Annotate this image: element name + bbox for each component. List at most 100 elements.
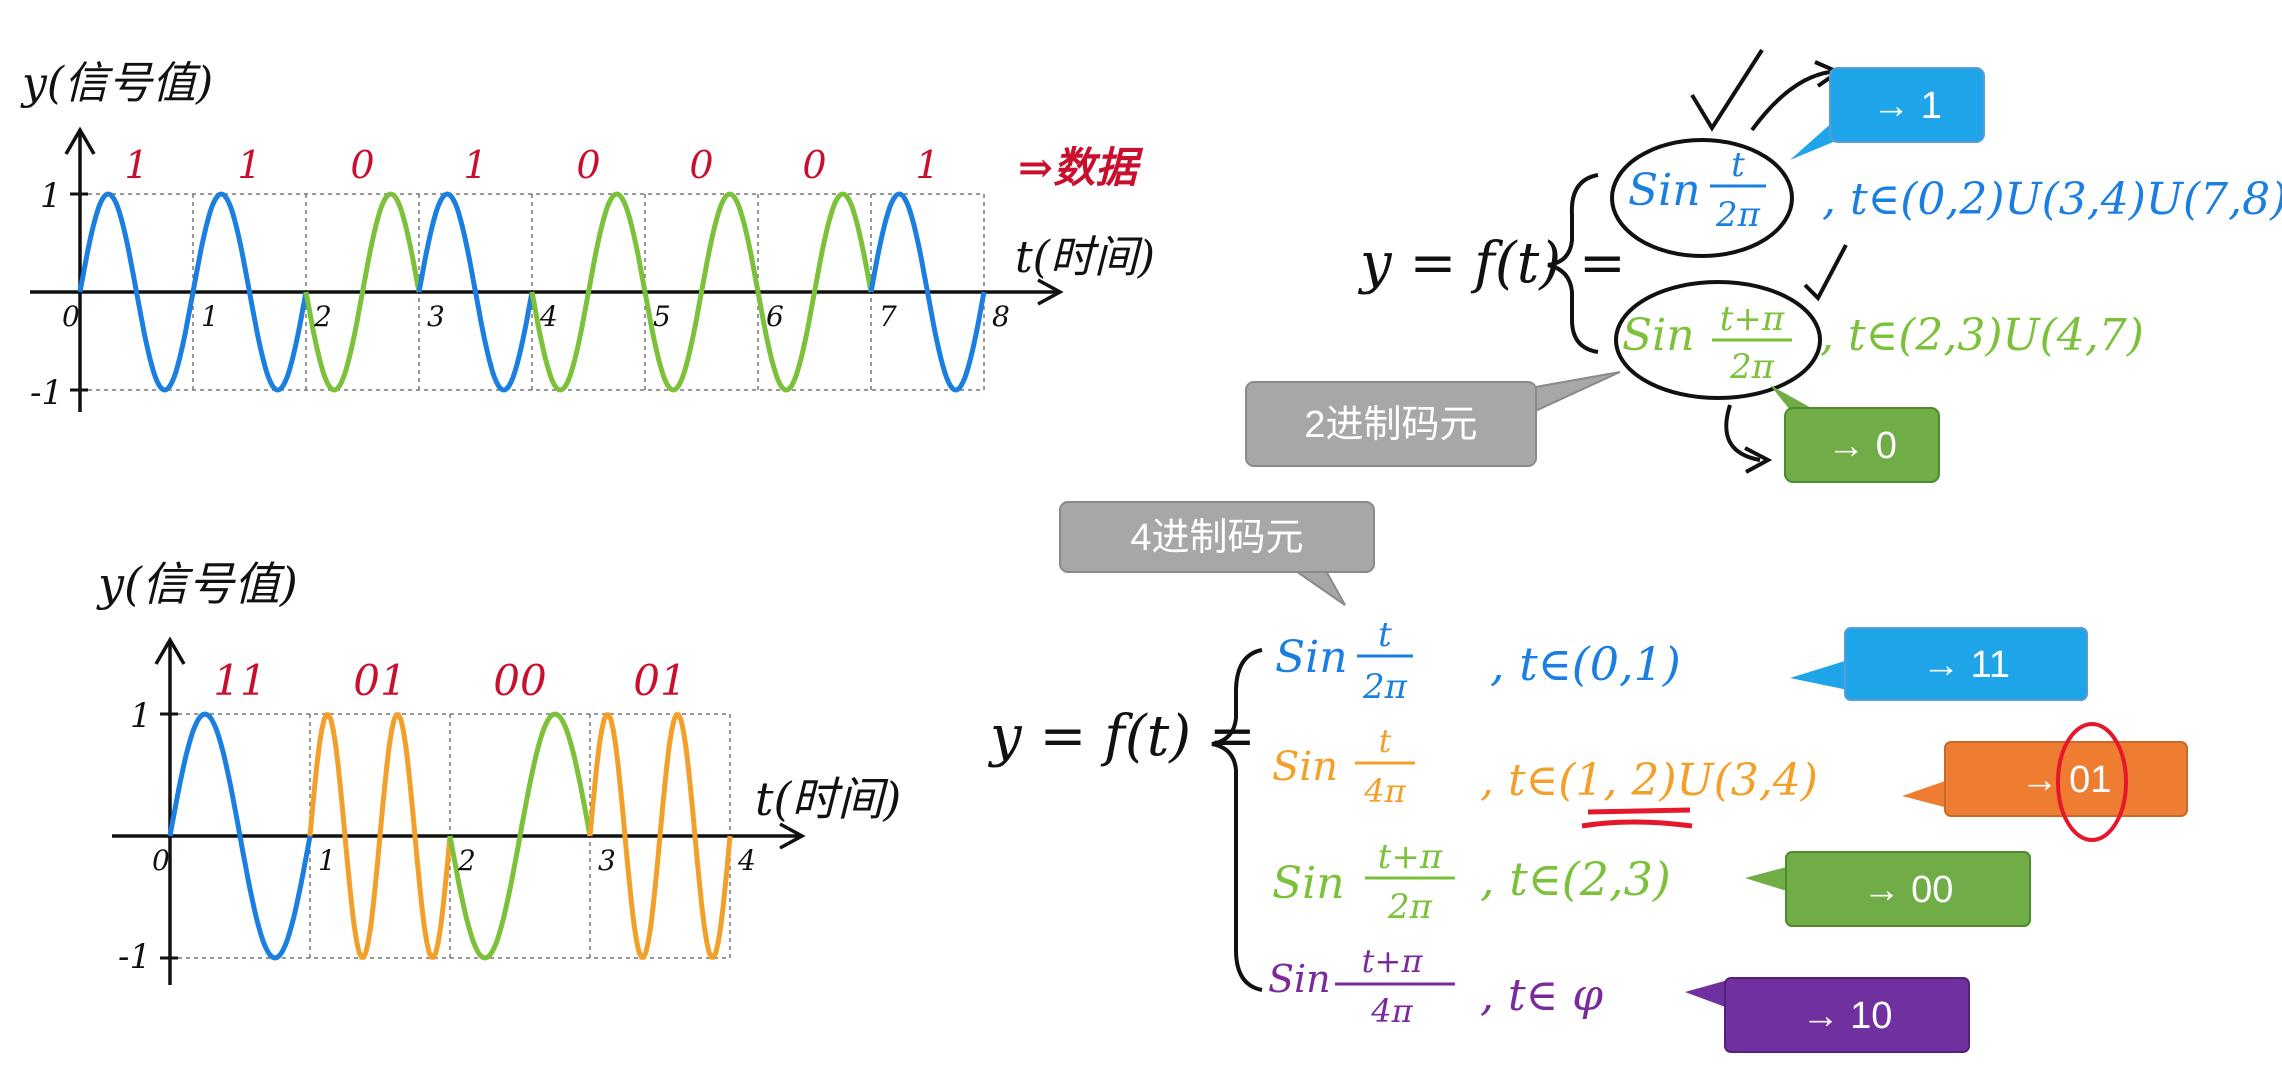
quad-case2-num: t [1379, 722, 1392, 760]
symbol-label: 0 [802, 143, 826, 187]
tag-01-pointer [1902, 780, 1948, 808]
tag-10-label: → 10 [1802, 995, 1893, 1037]
case2-func: Sin [1622, 310, 1695, 361]
symbol-label: 1 [463, 143, 487, 187]
top-chart-ytick-pos: 1 [40, 176, 62, 216]
bottom-chart-ytick-neg: -1 [118, 937, 151, 977]
quad-callout-label: 4进制码元 [1130, 517, 1303, 559]
tag-00 [1785, 851, 2031, 927]
case1-num: t [1731, 145, 1745, 185]
x-tick-label: 2 [457, 844, 476, 877]
quad-case1-num: t [1378, 615, 1392, 655]
x-tick-label: 7 [879, 300, 897, 333]
symbol-label: 1 [237, 143, 261, 187]
binary-formula-lhs: y = f(t) = [1357, 231, 1626, 296]
top-chart-axes [30, 126, 1064, 412]
case2-num: t+π [1720, 299, 1785, 339]
top-chart-waveform [77, 191, 987, 393]
x-tick-label: 4 [539, 300, 558, 333]
waveform-segment [77, 191, 196, 393]
binary-callout [1245, 381, 1537, 467]
x-tick-label: 0 [152, 844, 170, 877]
top-chart-ytick-neg: -1 [30, 373, 63, 413]
tag0-pointer [1770, 385, 1815, 410]
x-axis-arrow-icon [1037, 278, 1064, 306]
x-axis-arrow-icon [779, 822, 806, 850]
tag-10 [1724, 977, 1970, 1053]
x-tick-label: 4 [737, 844, 756, 877]
binary-callout-label: 2进制码元 [1304, 404, 1477, 446]
check-mark-icon [1803, 244, 1848, 302]
top-chart-grid [80, 193, 985, 391]
tag-0-label: → 0 [1827, 425, 1897, 467]
curved-arrow-icon [1724, 404, 1761, 462]
waveform-segment [307, 712, 453, 960]
waveform-segment [587, 712, 733, 960]
quad-brace [1211, 648, 1263, 992]
waveform-segment [190, 191, 309, 393]
tag-01-label: → 01 [2021, 759, 2112, 801]
symbol-label: 1 [915, 143, 939, 187]
bottom-chart-axes [112, 636, 806, 985]
waveform-segment [416, 191, 535, 393]
tag-1 [1829, 67, 1985, 143]
bottom-chart-x-label: t(时间) [755, 772, 901, 826]
symbol-label: 0 [576, 143, 600, 187]
symbol-label: 1 [124, 143, 148, 187]
red-circle-highlight [2056, 722, 2128, 842]
quaternary-formula: 4进制码元 y = f(t) = Sin t 2π , t∈(0,1) Sin … [987, 501, 2188, 1053]
quad-case1-den: 2π [1362, 667, 1408, 707]
x-tick-label: 1 [318, 844, 336, 877]
y-axis-arrow-icon [154, 636, 186, 665]
quad-case1-func: Sin [1275, 632, 1348, 683]
x-tick-label: 8 [992, 300, 1010, 333]
x-tick-label: 6 [766, 300, 784, 333]
waveform-segment [529, 191, 648, 393]
waveform-segment [447, 711, 593, 961]
waveform-segment [755, 191, 874, 393]
red-underline [1587, 807, 1691, 815]
waveform-segment [642, 191, 761, 393]
symbol-label: 11 [213, 656, 266, 705]
arrow-head-icon [1744, 446, 1773, 474]
symbol-label: 01 [353, 656, 406, 705]
case1-func: Sin [1628, 165, 1701, 216]
tag-11-pointer [1790, 660, 1848, 690]
bottom-chart-y-label: y(信号值) [96, 557, 298, 611]
tag-11-label: → 11 [1922, 644, 2010, 686]
symbol-label: 0 [350, 143, 374, 187]
quad-case4-func: Sin [1268, 957, 1331, 1001]
binary-formula: y = f(t) = Sin t 2π , t∈(0,2)U(3,4)U(7,8… [1245, 48, 2282, 483]
quad-case1-domain: , t∈(0,1) [1490, 637, 1681, 691]
bottom-chart-waveform [167, 711, 733, 961]
quad-case3-func: Sin [1272, 858, 1345, 909]
x-tick-label: 0 [62, 300, 80, 333]
case1-circle [1610, 138, 1794, 258]
waveform-segment [303, 191, 422, 393]
quad-case2-den: 4π [1363, 772, 1406, 810]
quad-case2-func: Sin [1272, 744, 1338, 790]
case2-circle [1614, 280, 1822, 400]
tag-00-pointer [1745, 866, 1790, 892]
tag-1-label: → 1 [1872, 85, 1942, 127]
quad-case4-num: t+π [1362, 942, 1424, 980]
symbol-label: 01 [633, 656, 686, 705]
red-underline [1581, 819, 1693, 829]
x-tick-label: 2 [313, 300, 332, 333]
x-tick-label: 3 [427, 300, 445, 333]
data-annotation: ⇒数据 [1018, 143, 1143, 192]
waveform-segment [868, 191, 987, 393]
quad-case3-num: t+π [1378, 837, 1443, 877]
case1-den: 2π [1715, 195, 1761, 235]
tag-11 [1844, 627, 2088, 701]
x-tick-label: 3 [598, 844, 616, 877]
top-chart-x-label: t(时间) [1015, 232, 1155, 283]
curved-arrow-icon [1750, 70, 1831, 132]
case2-domain: , t∈(2,3)U(4,7) [1820, 310, 2144, 361]
